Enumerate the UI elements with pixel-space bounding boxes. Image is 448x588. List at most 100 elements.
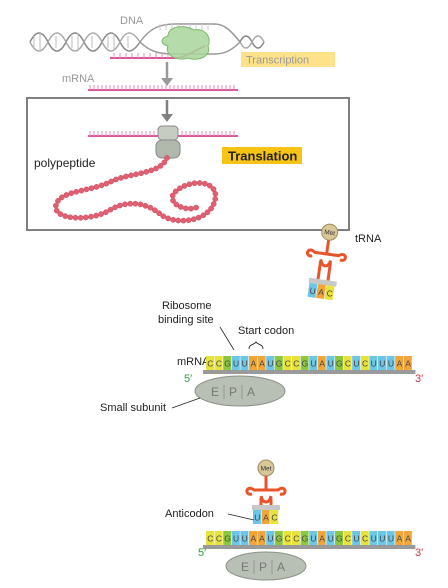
ribosome-site-label: P <box>259 560 267 574</box>
nucleotide-box <box>309 356 318 370</box>
anticodon-nucleotide <box>324 285 335 301</box>
amino-acid-bead <box>182 205 189 212</box>
amino-acid-bead <box>172 188 179 195</box>
nucleotide-letter: A <box>397 534 403 544</box>
amino-acid-bead <box>88 213 94 220</box>
amino-acid-bead <box>188 205 194 212</box>
amino-acid-bead <box>160 213 167 220</box>
amino-acid-bead <box>63 192 70 198</box>
amino-acid-bead <box>190 216 197 223</box>
trna-t-arm <box>266 486 287 496</box>
trna-d-arm <box>245 486 266 496</box>
amino-acid-bead <box>118 175 124 181</box>
nucleotide-box <box>292 531 300 545</box>
nucleotide-letter: U <box>233 534 239 544</box>
nucleotide-letter: U <box>379 359 385 369</box>
amino-acid-bead <box>68 190 75 197</box>
nucleotide-letter: G <box>276 359 283 369</box>
anticodon-nucleotide <box>316 284 326 300</box>
nucleotide-box <box>352 356 361 370</box>
nucleotide-letter: A <box>397 359 403 369</box>
amino-acid-bead <box>175 217 182 224</box>
nucleotide-box <box>378 531 386 545</box>
nucleotide-box <box>360 356 369 370</box>
nucleotide-box <box>403 531 412 545</box>
ribosome-small-subunit <box>155 139 181 159</box>
nucleotide-box <box>274 356 283 370</box>
anticodon-nucleotide <box>253 510 261 524</box>
start-codon-brace <box>248 341 264 350</box>
nucleotide-box <box>231 356 240 370</box>
amino-acid-bead <box>128 172 134 179</box>
nucleotide-box <box>386 531 395 545</box>
nucleotide-box <box>266 356 275 370</box>
amino-acid-bead <box>82 214 89 221</box>
nucleotide-box <box>317 356 326 370</box>
nucleotide-box <box>266 531 275 545</box>
nucleotide-letter: U <box>371 534 377 544</box>
amino-acid-bead <box>195 214 202 221</box>
amino-acid-bead <box>204 209 211 216</box>
nucleotide-letter: A <box>405 359 411 369</box>
trna-variable-loop <box>319 258 333 268</box>
nucleotide-box <box>395 531 404 545</box>
nucleotide-letter: U <box>353 359 359 369</box>
nucleotide-box <box>223 531 232 545</box>
trna-variable-loop <box>259 495 273 504</box>
dna-helix-right-2 <box>239 35 265 49</box>
nucleotide-box <box>240 531 249 545</box>
amino-acid-bead <box>108 178 114 185</box>
dna-base-pairs <box>33 33 129 51</box>
ribosome-site-label: P <box>229 385 237 399</box>
amino-acid-bead <box>143 169 150 175</box>
nucleotide-box <box>283 531 292 545</box>
nucleotide-letter: C <box>216 359 222 369</box>
amino-acid-bead <box>98 211 104 217</box>
mrna-top-ticks <box>89 85 235 90</box>
nucleotide-box <box>335 356 343 370</box>
anticodon-pointer <box>227 513 255 521</box>
amino-acid-bead <box>123 173 129 180</box>
amino-acid-bead <box>196 180 203 186</box>
amino-acid-bead <box>93 184 100 190</box>
nucleotide-box <box>274 531 283 545</box>
translation-highlight <box>222 147 302 164</box>
anticodon-letter: C <box>271 513 277 523</box>
anticodon-nucleotide <box>270 510 279 524</box>
anticodon-letter: A <box>318 287 325 298</box>
arrow-transcription-head <box>161 78 173 86</box>
nucleotide-box <box>326 356 335 370</box>
nucleotide-letter: G <box>276 534 283 544</box>
dna-open-strand-top <box>139 23 241 43</box>
nucleotide-letter: U <box>371 359 377 369</box>
anticodon-letter: U <box>309 286 316 297</box>
transcription-panel: DNA Transcription mRNA <box>29 15 335 91</box>
amino-acid-bead <box>137 201 144 208</box>
amino-acid-bead <box>206 182 213 189</box>
ribosome-binding-site-pointer <box>219 326 235 351</box>
amino-acid-bead <box>138 170 144 177</box>
amino-acid-bead <box>212 190 219 197</box>
small-subunit-pairing <box>225 551 307 581</box>
nucleotide-box <box>335 531 343 545</box>
anticodon-nucleotide <box>261 510 270 524</box>
nucleotide-letter: C <box>207 534 213 544</box>
nucleotide-letter: G <box>224 359 231 369</box>
amino-acid-bead <box>186 181 193 188</box>
rna-polymerase <box>161 26 210 60</box>
ribosome-site-label: E <box>241 560 249 574</box>
ribosome-site-label: E <box>211 385 219 399</box>
nucleotide-letter: A <box>250 534 256 544</box>
nucleotide-letter: U <box>242 534 248 544</box>
amino-acid-bead <box>113 176 119 183</box>
nascent-mrna-ticks <box>113 53 169 58</box>
nucleotide-letter: U <box>233 359 239 369</box>
nucleotide-letter: U <box>379 534 385 544</box>
amino-acid-bead <box>165 215 171 222</box>
amino-acid-bead <box>161 159 168 166</box>
nucleotide-box <box>206 356 214 370</box>
amino-acid-bead <box>127 200 134 207</box>
nucleotide-letter: U <box>310 534 316 544</box>
